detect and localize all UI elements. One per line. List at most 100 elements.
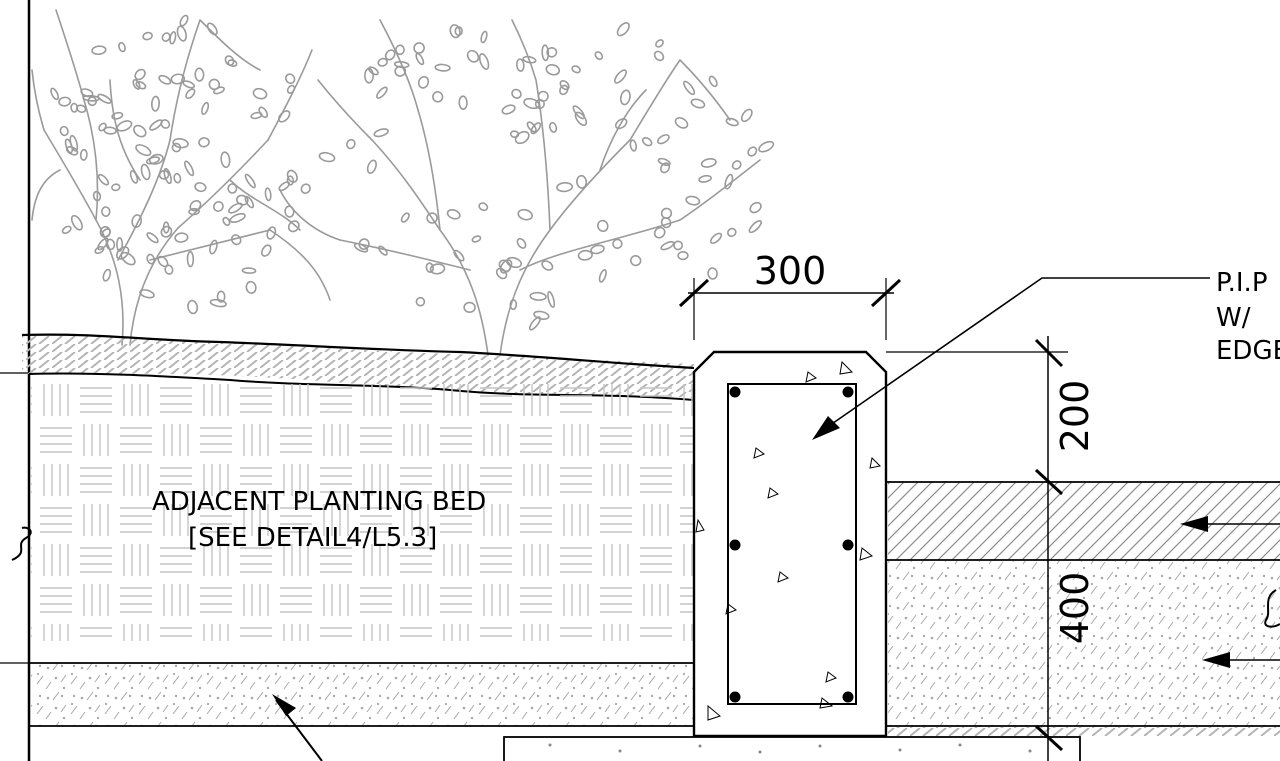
tree-leaf <box>148 153 164 165</box>
tree-leaf <box>373 128 389 138</box>
tree-leaf <box>463 301 476 314</box>
tree-leaf <box>598 269 607 283</box>
tree-leaf <box>160 225 173 238</box>
tree-leaf <box>530 122 542 135</box>
tree-leaf <box>220 151 231 169</box>
tree-leaf <box>528 316 542 331</box>
tree-leaf <box>169 31 177 45</box>
tree-leaf <box>556 181 574 193</box>
tree-leaf <box>171 142 182 153</box>
tree-leaf <box>158 74 172 85</box>
tree-leaf <box>612 238 623 249</box>
tree-leaf <box>208 78 221 91</box>
tree-leaf <box>353 242 369 253</box>
tree-leaf <box>111 111 124 120</box>
tree-leaf <box>182 80 196 89</box>
curb-leader-line <box>825 277 1210 429</box>
tree-leaf <box>102 268 112 282</box>
break-symbol-right <box>1264 589 1280 628</box>
tree-leaf <box>179 14 189 27</box>
tree-leaf <box>517 208 533 221</box>
tree-leaf <box>58 96 72 107</box>
tree-leaf <box>111 183 121 192</box>
tree-leaf <box>134 68 146 81</box>
tree-leaf <box>529 291 547 301</box>
tree-leaf <box>478 53 490 70</box>
tree-leaf <box>94 245 105 255</box>
tree-leaf <box>453 249 465 262</box>
tree-leaf <box>708 75 718 88</box>
dim-width-label: 300 <box>754 249 827 293</box>
tree-leaf <box>690 98 706 109</box>
gravel-base-right <box>888 561 1280 726</box>
tree-leaf <box>162 221 170 234</box>
tree-leaf <box>725 117 739 127</box>
tree-leaf <box>189 199 202 212</box>
tree-leaf <box>59 125 69 137</box>
tree-leaf <box>395 44 405 56</box>
tree-leaf <box>286 175 295 186</box>
dim-top-label: 200 <box>1053 380 1097 453</box>
paving-leader-arrowhead <box>1180 516 1208 532</box>
tree-leaf <box>449 24 461 39</box>
tree-leaf <box>400 212 410 223</box>
tree-leaf <box>511 88 522 99</box>
tree-leaf <box>97 93 112 104</box>
tree-leaf <box>135 80 147 90</box>
tree-leaf <box>229 213 246 223</box>
tree-leaf <box>261 244 272 257</box>
rebar-dots <box>729 386 854 703</box>
tree-leaf <box>142 31 153 41</box>
tree-leaf <box>358 238 370 250</box>
tree-leaf <box>657 134 670 145</box>
tree-leaf <box>287 220 300 233</box>
tree-leaf <box>653 50 665 62</box>
tree-leaf <box>478 202 489 212</box>
tree-leaf <box>161 32 171 42</box>
tree-leaf <box>285 73 296 85</box>
tree-leaf <box>571 65 581 74</box>
tree-leaf <box>241 267 257 274</box>
dim-side-label: 400 <box>1053 572 1097 645</box>
concrete-aggregate <box>695 360 882 721</box>
tree-leaf <box>376 86 388 99</box>
tree-leaf <box>97 173 110 186</box>
tree-leaf <box>629 139 638 152</box>
tree-leaf <box>572 105 586 120</box>
tree-leaf <box>266 226 277 240</box>
tree-leaf <box>731 160 742 170</box>
tree-illustration <box>31 9 775 356</box>
tree-leaf <box>534 98 545 110</box>
grade-line-top <box>21 333 695 370</box>
tree-leaf <box>522 55 537 64</box>
tree-leaf <box>758 140 775 153</box>
tree-leaf <box>673 240 684 251</box>
tree-leaf <box>70 214 83 231</box>
tree-leaf <box>98 122 107 132</box>
gravel-base-left <box>31 663 694 726</box>
tree-leaf <box>116 120 133 132</box>
tree-leaf <box>118 41 126 53</box>
tree-leaf <box>471 235 482 243</box>
tree-leaf <box>132 78 141 90</box>
tree-leaf <box>209 239 218 255</box>
subgrade-strip <box>888 727 1280 736</box>
tree-leaf <box>300 183 311 194</box>
tree-leaf <box>523 97 540 110</box>
tree-leaf <box>258 106 269 119</box>
tree-leaf <box>150 95 161 112</box>
tree-leaf <box>613 69 628 84</box>
tree-leaf <box>641 137 653 147</box>
tree-leaf <box>458 95 468 110</box>
tree-leaf <box>79 148 88 161</box>
tree-leaf <box>446 208 461 220</box>
tree-leaf <box>415 52 425 66</box>
tree-leaf <box>590 244 605 255</box>
tree-leaf <box>655 39 664 48</box>
tree-leaf <box>201 101 210 115</box>
tree-leaf <box>97 237 109 251</box>
tree-leaf <box>164 264 174 275</box>
tree-leaf <box>65 145 79 156</box>
tree-leaf <box>384 49 396 61</box>
tree-leaf <box>674 117 689 129</box>
